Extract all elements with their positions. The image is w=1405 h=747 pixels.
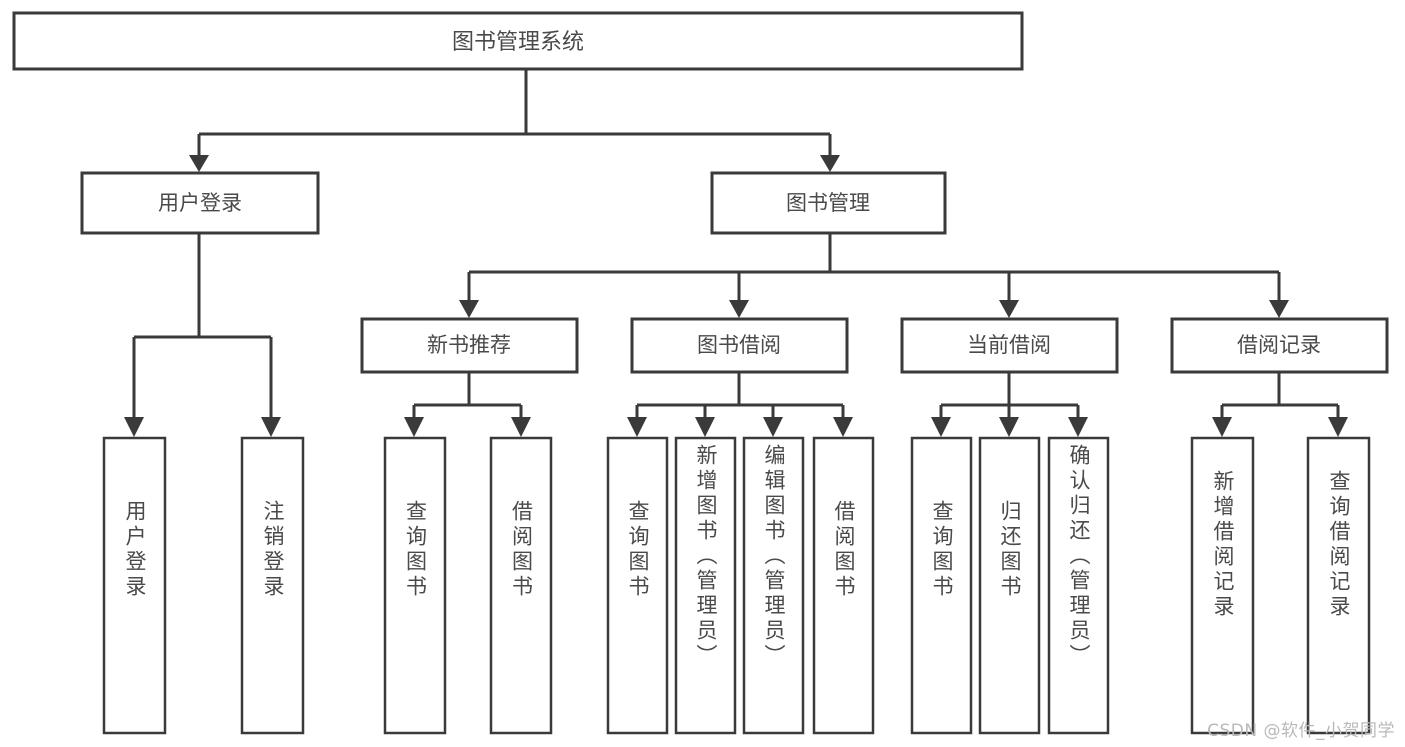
arrow-head-user-login bbox=[189, 155, 209, 172]
arrow-head-leaf-user-login bbox=[124, 417, 144, 437]
connector-layer bbox=[124, 69, 1348, 437]
node-user-login-box[interactable] bbox=[80, 171, 320, 235]
node-book-manage-label: 图书管理 bbox=[786, 191, 870, 215]
arrow-head-leaf-borrow-book-1 bbox=[511, 417, 531, 437]
node-leaf-query-record-box[interactable] bbox=[1306, 436, 1371, 735]
node-book-borrow-label: 图书借阅 bbox=[697, 333, 781, 357]
node-book-manage-box[interactable] bbox=[710, 171, 947, 235]
arrow-head-current-borrow bbox=[999, 300, 1019, 318]
arrow-head-leaf-query-book-3 bbox=[931, 417, 951, 437]
node-leaf-edit-book-admin-box[interactable] bbox=[742, 436, 805, 735]
node-leaf-query-book-2-box[interactable] bbox=[606, 436, 669, 735]
arrow-head-leaf-query-book-1 bbox=[404, 417, 424, 437]
node-borrow-record-label: 借阅记录 bbox=[1237, 333, 1321, 357]
node-new-book-rec-label: 新书推荐 bbox=[427, 333, 511, 357]
arrow-head-leaf-add-record bbox=[1212, 417, 1232, 437]
node-leaf-query-book-3-box[interactable] bbox=[910, 436, 973, 735]
node-layer: 图书管理系统 用户登录 图书管理 新书推荐 图书借阅 当前借阅 借阅记录 bbox=[12, 11, 1389, 735]
arrow-head-leaf-query-book-2 bbox=[627, 417, 647, 437]
node-leaf-logout-box[interactable] bbox=[240, 436, 305, 735]
node-user-login-label: 用户登录 bbox=[158, 191, 242, 215]
arrow-head-book-manage bbox=[820, 155, 840, 172]
node-borrow-record-box[interactable] bbox=[1170, 317, 1389, 374]
arrow-head-leaf-return-book bbox=[999, 417, 1019, 437]
node-leaf-add-book-admin-box[interactable] bbox=[674, 436, 737, 735]
node-leaf-user-login-box[interactable] bbox=[102, 436, 167, 735]
node-leaf-borrow-book-1-box[interactable] bbox=[489, 436, 553, 735]
arrow-head-leaf-edit-book-admin bbox=[763, 417, 783, 437]
arrow-head-book-borrow bbox=[729, 300, 749, 318]
csdn-watermark: CSDN @软件_小贺同学 bbox=[1207, 721, 1395, 741]
arrow-head-borrow-record bbox=[1269, 300, 1289, 318]
arrow-head-leaf-query-record bbox=[1328, 417, 1348, 437]
node-leaf-borrow-book-2-box[interactable] bbox=[812, 436, 875, 735]
arrow-head-leaf-confirm-return bbox=[1068, 417, 1088, 437]
node-leaf-query-book-1-box[interactable] bbox=[383, 436, 447, 735]
node-leaf-return-book-box[interactable] bbox=[978, 436, 1041, 735]
node-book-borrow-box[interactable] bbox=[630, 317, 849, 374]
arrow-head-new-book-rec bbox=[459, 300, 479, 318]
node-current-borrow-box[interactable] bbox=[900, 317, 1119, 374]
arrow-head-leaf-add-book-admin bbox=[695, 417, 715, 437]
arrow-head-leaf-borrow-book-2 bbox=[833, 417, 853, 437]
node-current-borrow-label: 当前借阅 bbox=[967, 333, 1051, 357]
node-leaf-confirm-return-box[interactable] bbox=[1047, 436, 1110, 735]
node-root-box[interactable] bbox=[12, 11, 1024, 71]
arrow-head-leaf-logout bbox=[261, 417, 281, 437]
node-new-book-rec-box[interactable] bbox=[360, 317, 579, 374]
node-root-label: 图书管理系统 bbox=[452, 30, 584, 55]
node-leaf-add-record-box[interactable] bbox=[1190, 436, 1255, 735]
